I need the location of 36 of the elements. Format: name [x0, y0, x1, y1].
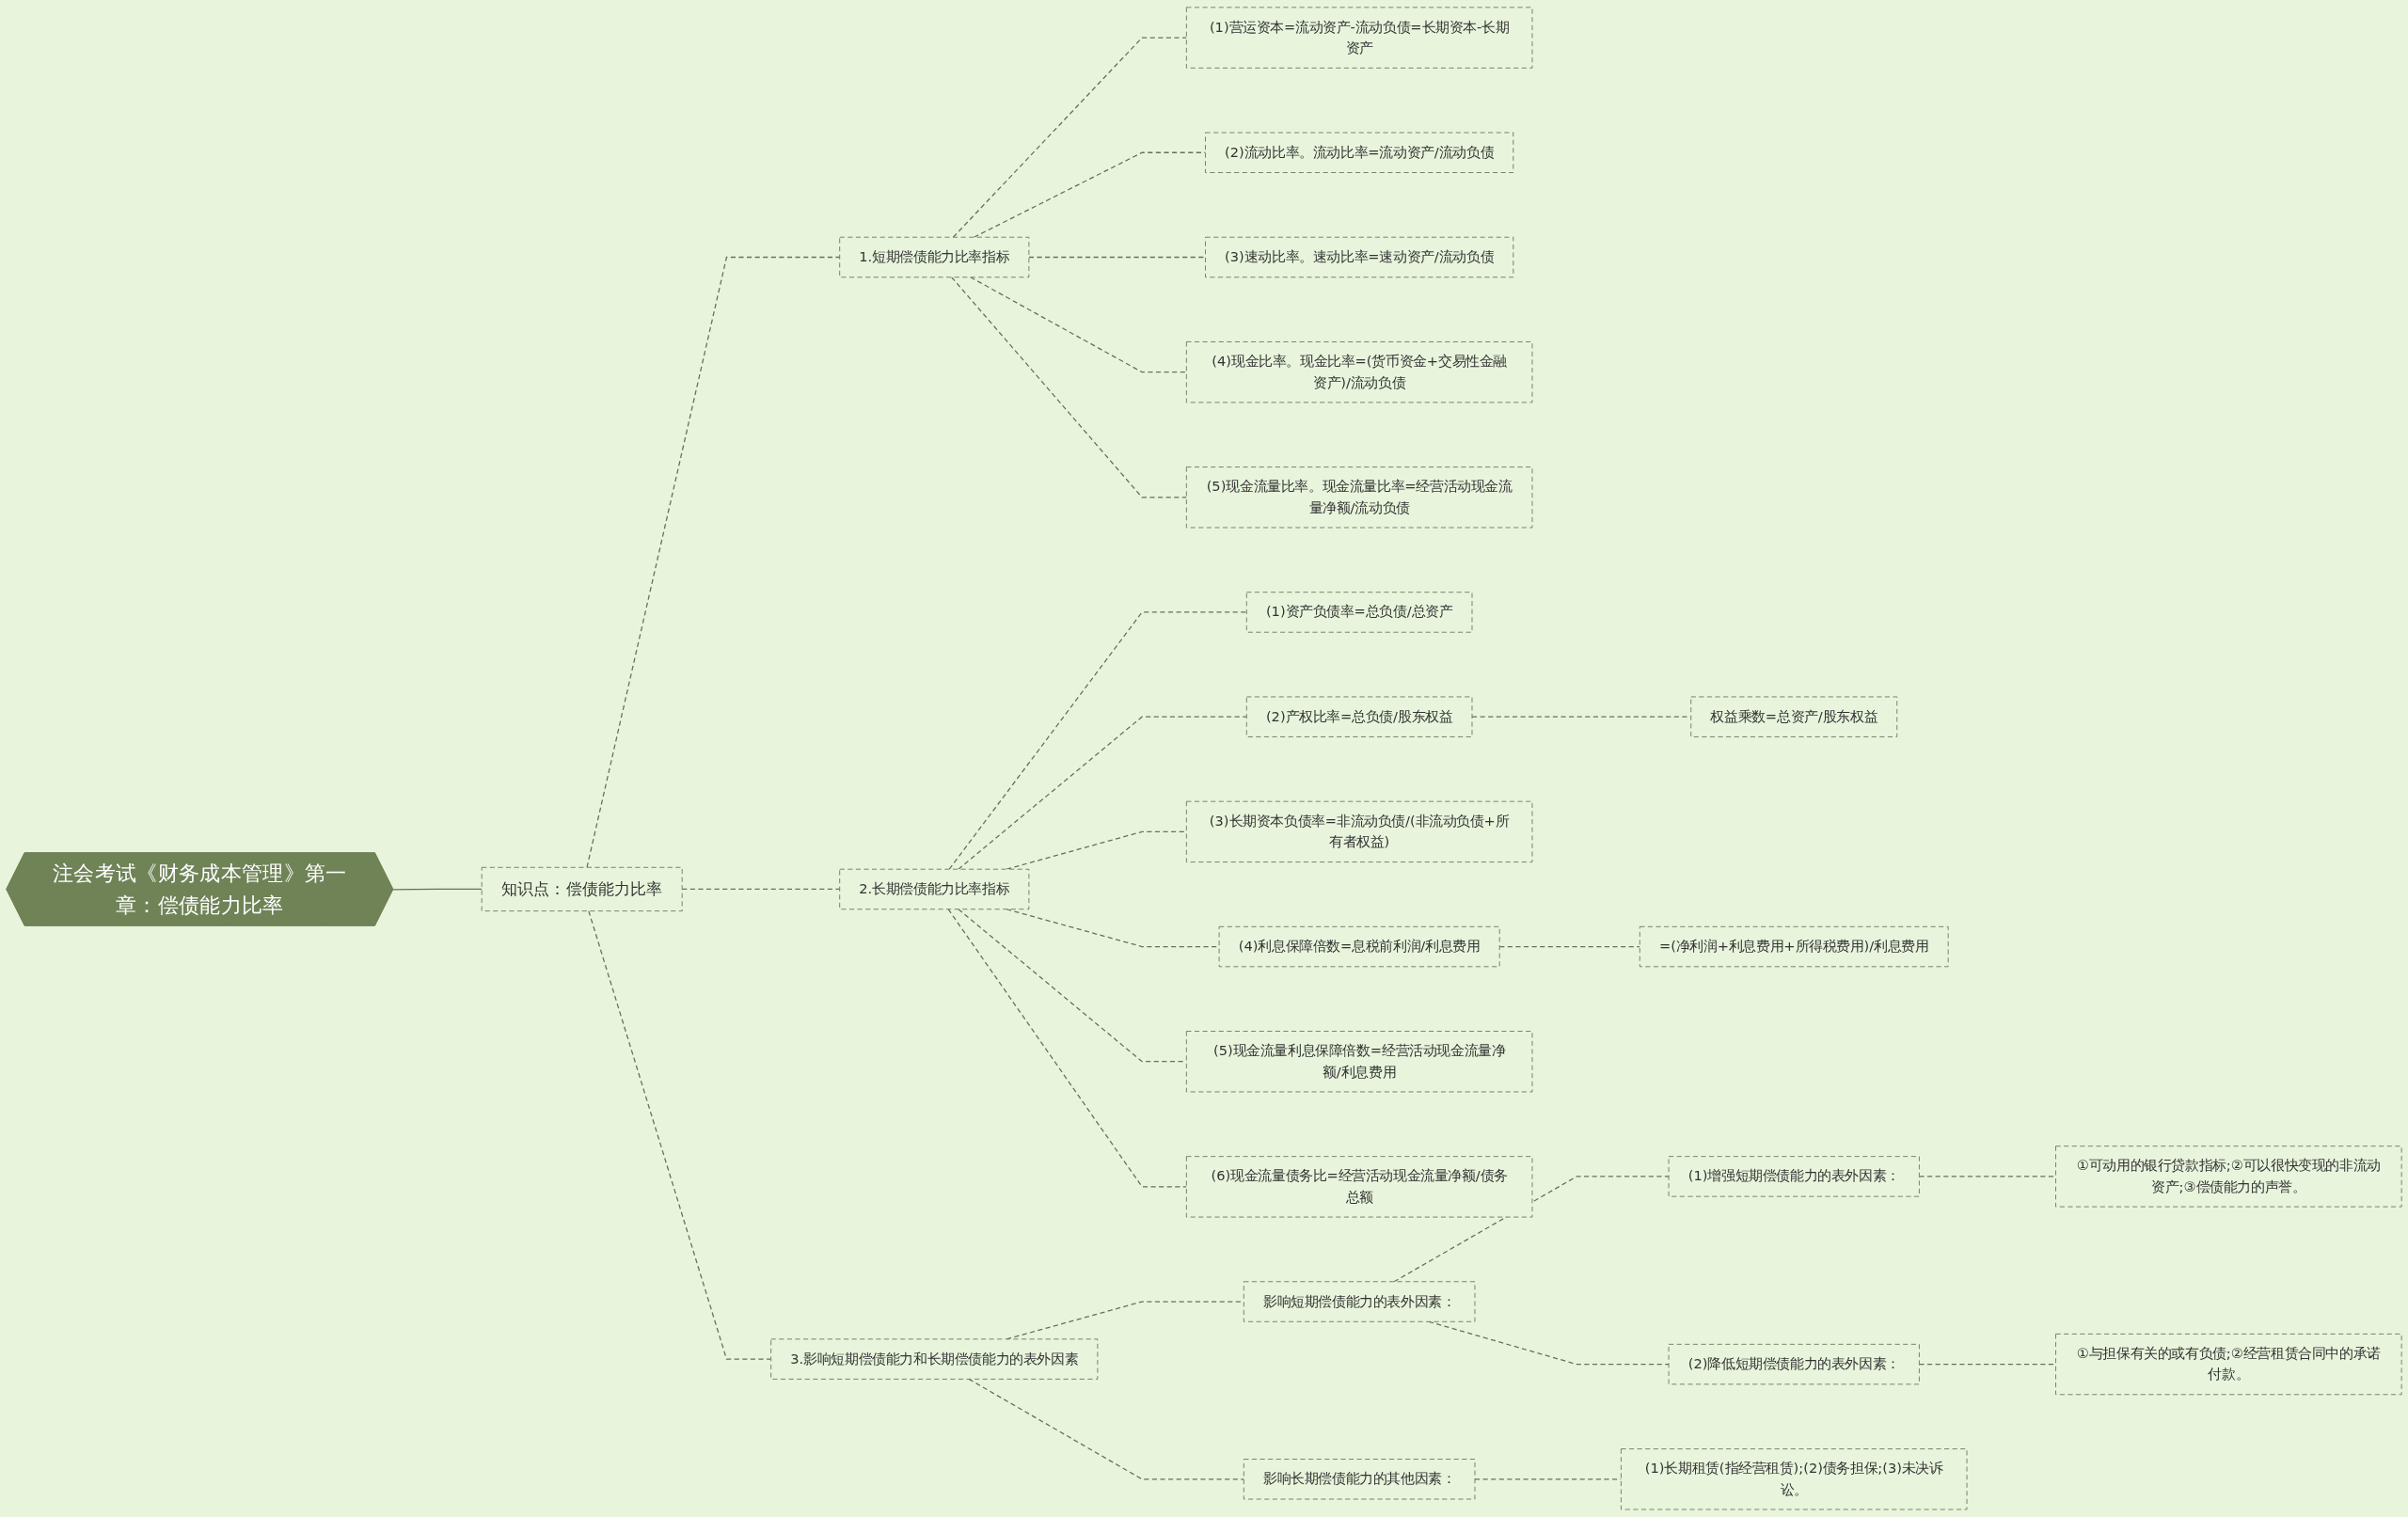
node-box: 2.长期偿债能力比率指标 [839, 868, 1030, 910]
connector [948, 611, 1247, 870]
node-box: (2)降低短期偿债能力的表外因素： [1668, 1344, 1920, 1385]
node-box: 权益乘数=总资产/股东权益 [1690, 696, 1898, 737]
node-box: (1)资产负债率=总负债/总资产 [1245, 592, 1473, 633]
node-box: 1.短期偿债能力比率指标 [839, 236, 1030, 278]
node-box: (2)流动比率。流动比率=流动资产/流动负债 [1205, 132, 1514, 173]
node-box: (1)增强短期偿债能力的表外因素： [1668, 1156, 1920, 1197]
node-box: (4)利息保障倍数=息税前利润/利息费用 [1218, 925, 1500, 968]
connector [1028, 256, 1207, 259]
node-box: (2)产权比率=总负债/股东权益 [1245, 696, 1473, 737]
connector [1393, 1176, 1670, 1283]
connector [392, 888, 483, 891]
connector [970, 277, 1187, 373]
node-box: (1)营运资本=流动资产-流动负债=长期资本-长期资产 [1185, 7, 1533, 69]
node-box: 影响长期偿债能力的其他因素： [1243, 1459, 1476, 1500]
node-box: (5)现金流量利息保障倍数=经营活动现金流量净额/利息费用 [1185, 1031, 1533, 1093]
node-box: ①与担保有关的或有负债;②经营租赁合同中的承诺付款。 [2055, 1334, 2402, 1396]
connector [681, 888, 841, 891]
connector [586, 256, 841, 868]
node-box: ①可动用的银行贷款指标;②可以很快变现的非流动资产;③偿债能力的声誉。 [2055, 1146, 2402, 1208]
connector [951, 277, 1187, 498]
node-box: (3)速动比率。速动比率=速动资产/流动负债 [1205, 236, 1514, 278]
node-box: (1)长期租赁(指经营租赁);(2)债务担保;(3)未决诉讼。 [1621, 1448, 1968, 1510]
node-box: 知识点：偿债能力比率 [481, 866, 683, 912]
node-box: =(净利润+利息费用+所得税费用)/利息费用 [1639, 925, 1949, 968]
node-box: 影响短期偿债能力的表外因素： [1243, 1281, 1476, 1322]
connector [588, 910, 772, 1360]
connector [1006, 830, 1187, 870]
connector [947, 909, 1187, 1188]
node-box: (5)现金流量比率。现金流量比率=经营活动现金流量净额/流动负债 [1185, 466, 1533, 529]
connector [958, 716, 1247, 870]
node-box: (3)长期资本负债率=非流动负债/(非流动负债+所有者权益) [1185, 800, 1533, 863]
node-box: (4)现金比率。现金比率=(货币资金+交易性金融资产)/流动负债 [1185, 341, 1533, 403]
node-box: (6)现金流量债务比=经营活动现金流量净额/债务总额 [1185, 1156, 1533, 1218]
node-box: 3.影响短期偿债能力和长期偿债能力的表外因素 [770, 1338, 1099, 1380]
